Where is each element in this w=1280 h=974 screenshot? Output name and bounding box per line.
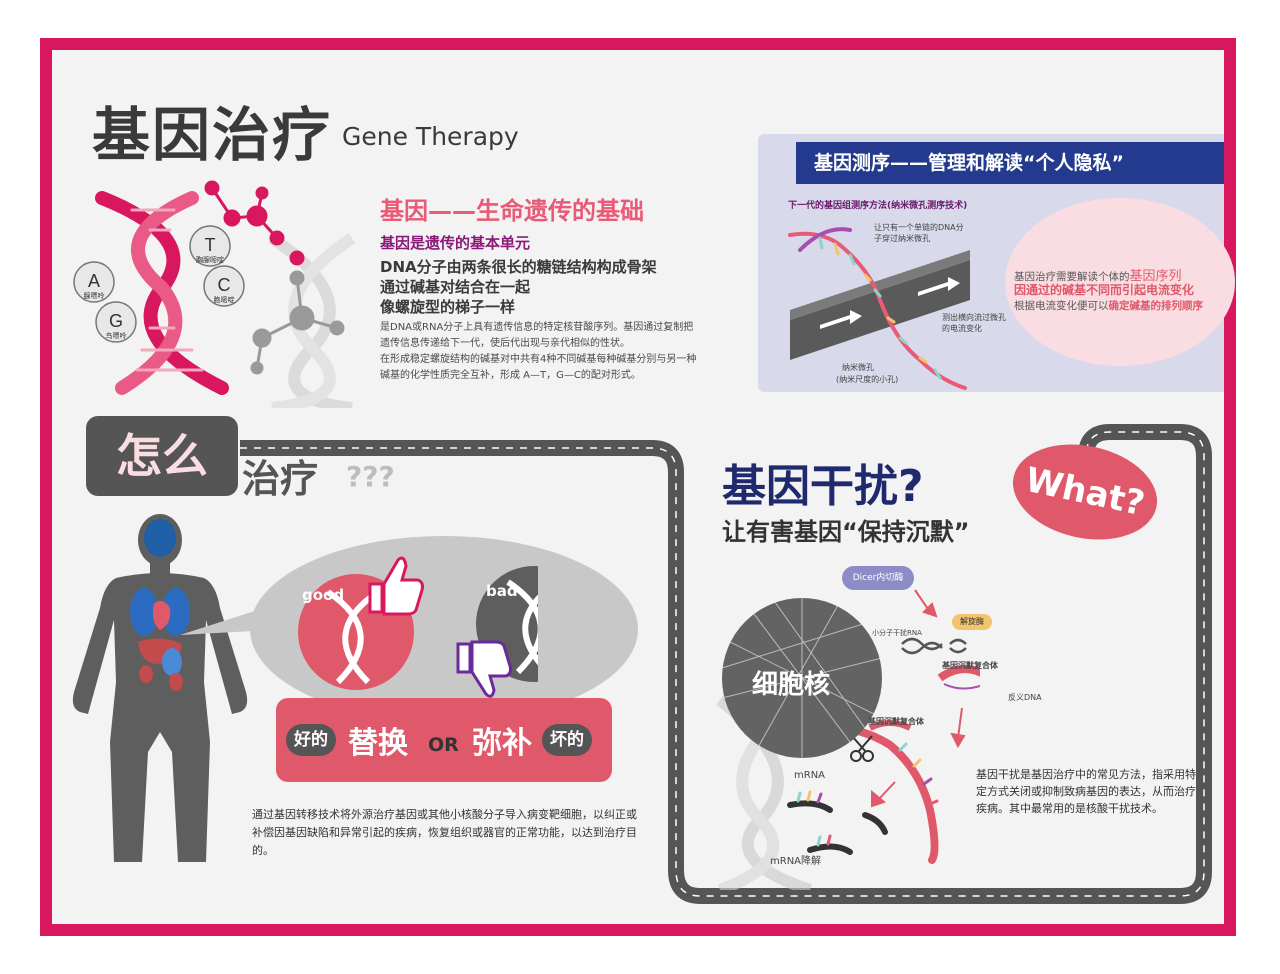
rnai-title: 基因干扰?: [722, 461, 924, 512]
molecule-pink-icon: [204, 180, 305, 266]
base-t: T 胸腺嘧啶: [189, 225, 231, 267]
base-name-t: 胸腺嘧啶: [196, 255, 224, 264]
gene-body-p1: 是DNA或RNA分子上具有遗传信息的特定核苷酸序列。基因通过复制把遗传信息传递给…: [380, 322, 694, 349]
sequencing-title: 基因测序——管理和解读“个人隐私”: [796, 142, 1224, 184]
how-rest: 治疗: [242, 457, 319, 501]
base-letter-g: G: [109, 311, 123, 331]
or-text: OR: [428, 734, 459, 756]
unwindase-label: 解旋酶: [952, 614, 992, 630]
sequencing-method: 下一代的基因组测序方法(纳米微孔测序技术): [788, 201, 968, 211]
nucleus-label: 细胞核: [752, 670, 831, 700]
dna-base-illustration: T 胸腺嘧啶 A 腺嘌呤 C 胞嘧啶 G 鸟嘌呤: [73, 180, 356, 408]
dna-helix-icon: [95, 191, 229, 395]
base-a: A 腺嘌呤: [73, 261, 115, 303]
dicer-label: Dicer内切酶: [842, 566, 914, 590]
base-letter-t: T: [205, 235, 216, 255]
risc-label-2: 基因沉默复合体: [868, 717, 924, 726]
base-g: G 鸟嘌呤: [95, 301, 137, 343]
base-name-c: 胞嘧啶: [214, 295, 235, 304]
antisense-label: 反义DNA: [1008, 693, 1042, 702]
base-letter-c: C: [218, 275, 231, 295]
label-current: 测出横向流过微孔的电流变化: [942, 313, 1006, 333]
info-bubble: [1005, 198, 1235, 366]
risc-complex-2-icon: [868, 720, 912, 731]
arrow-icon: [871, 589, 966, 808]
thumbs-up-icon: [368, 556, 424, 616]
arrow-icon: [820, 277, 960, 329]
risc-label-1: 基因沉默复合体: [942, 661, 998, 670]
replace-text: 替换: [348, 726, 408, 761]
page-title-en: Gene Therapy: [342, 122, 519, 151]
page-title: 基因治疗: [92, 101, 333, 169]
rnai-description: 基因干扰是基因治疗中的常见方法，指采用特定方式关闭或抑制致病基因的表达，从而治疗…: [976, 768, 1196, 815]
gene-body-p2: 在形成稳定螺旋结构的碱基对中共有4种不同碱基每种碱基分别与另一种碱基的化学性质完…: [380, 354, 697, 381]
dna-strand-icon: [788, 227, 967, 390]
compensate-text: 弥补: [472, 726, 532, 761]
membrane-slab-icon: [790, 250, 970, 360]
human-body-illustration: [72, 514, 248, 862]
base-name-g: 鸟嘌呤: [106, 331, 127, 340]
gene-heading: 基因——生命遗传的基础: [380, 197, 644, 225]
base-name-a: 腺嘌呤: [84, 291, 105, 300]
callout-pointer: [180, 606, 270, 635]
gene-subheading: 基因是遗传的基本单元: [380, 234, 531, 252]
nucleus-lines-icon: [722, 598, 882, 758]
label-pore-2: (纳米尺度的小孔): [836, 375, 899, 384]
mrna-label: mRNA: [794, 770, 826, 781]
sirna-label: 小分子干扰RNA: [872, 629, 922, 637]
body-silhouette-icon: [72, 514, 248, 862]
replace-bar: 好的 替换 OR 弥补 坏的: [276, 698, 612, 782]
grey-helix-icon: [268, 233, 356, 408]
molecule-icon: [250, 270, 345, 375]
mrna-degradation-label: mRNA降解: [770, 856, 822, 867]
organs-icon: [130, 519, 190, 691]
how-question: ???: [346, 460, 395, 493]
gene-body: 是DNA或RNA分子上具有遗传信息的特定核苷酸序列。基因通过复制把遗传信息传递给…: [380, 320, 700, 384]
gene-line-2: 通过碱基对结合在一起: [380, 278, 531, 296]
label-strand: 让只有一个单链的DNA分子穿过纳米微孔: [874, 223, 964, 243]
base-c: C 胞嘧啶: [203, 265, 245, 307]
bad-label: bad: [486, 582, 518, 600]
how-box: 怎么: [86, 416, 238, 496]
good-label: good: [302, 586, 345, 604]
bubble-line-1: 基因治疗需要解读个体的基因序列: [1014, 269, 1182, 284]
sirna-icon: [901, 637, 967, 655]
therapy-description: 通过基因转移技术将外源治疗基因或其他小核酸分子导入病变靶细胞，以纠正或补偿因基因…: [252, 808, 637, 857]
thumbs-down-icon: [456, 640, 512, 698]
nanopore-diagram: [788, 227, 970, 390]
nucleus: [722, 598, 882, 758]
base-letter-a: A: [88, 271, 100, 291]
rnai-subtitle: 让有害基因“保持沉默”: [722, 518, 970, 546]
gene-line-1: DNA分子由两条很长的糖链结构构成骨架: [380, 258, 657, 276]
bubble-line-3: 根据电流变化便可以确定碱基的排列顺序: [1014, 300, 1203, 312]
label-pore-1: 纳米微孔: [842, 363, 874, 372]
risc-complex-icon: [937, 665, 980, 690]
scissors-icon: [850, 735, 874, 762]
good-pill: 好的: [286, 724, 336, 756]
gene-line-3: 像螺旋型的梯子一样: [380, 298, 516, 316]
bad-pill: 坏的: [542, 724, 592, 756]
bubble-line-2: 因通过的碱基不同而引起电流变化: [1014, 283, 1195, 297]
